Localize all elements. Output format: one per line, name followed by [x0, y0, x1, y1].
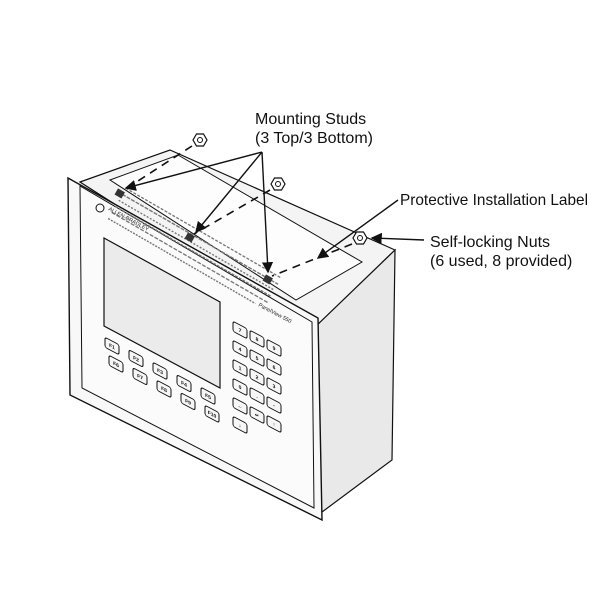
- key-label: 1: [239, 366, 242, 373]
- numeric-key: 3: [266, 377, 282, 395]
- key-label: -: [273, 403, 275, 410]
- mounting-studs-arrow: [195, 151, 263, 234]
- mounting-stud: [114, 188, 125, 199]
- key-label: F1: [109, 343, 115, 352]
- numeric-key: ↵: [249, 406, 265, 424]
- key-label: ←: [238, 403, 243, 411]
- self-locking-nuts-arrow: [370, 232, 425, 244]
- function-key: F7: [132, 368, 148, 385]
- terminal-enclosure: ALLEN-BRADLEY PanelView 550 F1F2F3F4F5F6…: [67, 149, 397, 522]
- display-screen: [103, 236, 221, 390]
- numeric-key: 0: [232, 378, 248, 396]
- key-label: F3: [157, 368, 163, 377]
- mounting-studs-arrow: [261, 151, 274, 274]
- mounting-studs-arrow: [124, 151, 263, 191]
- key-label: F5: [205, 393, 211, 402]
- numeric-key: ↓: [232, 416, 248, 434]
- function-key: F1: [104, 337, 120, 355]
- numeric-keypad: 7 8 9 4 5 6 1 2 3 0. - ← ↵ ↑ ↓: [232, 321, 282, 434]
- numeric-key: 5: [249, 349, 265, 367]
- protective-label-label: Protective Installation Label: [400, 192, 588, 209]
- numeric-key: 6: [266, 358, 282, 376]
- mounting-stud: [262, 274, 273, 285]
- self-locking-nuts-sublabel: (6 used, 8 provided): [430, 253, 572, 270]
- numeric-key: ←: [232, 397, 248, 415]
- numeric-key: .: [249, 387, 265, 405]
- function-key: F3: [152, 362, 168, 380]
- function-key: F10: [204, 405, 220, 423]
- numeric-key: 7: [232, 321, 248, 339]
- key-label: .: [256, 394, 258, 401]
- key-label: F2: [133, 355, 139, 364]
- key-label: ↑: [273, 422, 276, 429]
- function-key: F8: [156, 380, 172, 398]
- nut: [192, 133, 208, 147]
- numeric-key: 2: [249, 368, 265, 386]
- key-label: 7: [239, 328, 242, 335]
- protective-label-arrow: [316, 199, 399, 259]
- key-label: F4: [181, 380, 187, 389]
- numeric-key: ↑: [266, 415, 282, 433]
- key-label: 4: [239, 347, 242, 354]
- mounting-studs-sublabel: (3 Top/3 Bottom): [255, 130, 373, 147]
- key-label: 9: [273, 346, 276, 353]
- numeric-key: 9: [266, 339, 282, 357]
- self-locking-nuts: [123, 133, 368, 277]
- alignment-line: [193, 189, 271, 235]
- numeric-key: 4: [232, 340, 248, 358]
- mounting-stud: [184, 232, 195, 243]
- key-label: F10: [208, 410, 217, 420]
- key-label: 0: [239, 385, 242, 392]
- key-label: F8: [161, 386, 167, 395]
- key-label: F6: [113, 361, 119, 370]
- key-label: 8: [256, 337, 259, 344]
- alignment-line: [271, 243, 353, 277]
- function-key: F9: [180, 393, 196, 410]
- key-label: 5: [256, 356, 259, 363]
- callout-arrows: [124, 151, 425, 274]
- key-label: F7: [137, 373, 143, 382]
- mounting-studs: [114, 188, 273, 285]
- key-label: 3: [273, 384, 276, 391]
- nut: [352, 231, 368, 245]
- mounting-studs-label: Mounting Studs: [255, 111, 366, 128]
- key-label: ↵: [255, 412, 259, 420]
- numeric-key: 1: [232, 359, 248, 377]
- function-key: F5: [200, 387, 216, 405]
- key-label: 6: [273, 365, 276, 372]
- key-label: 2: [256, 375, 259, 382]
- protective-installation-label: [108, 154, 363, 301]
- function-key: F6: [108, 355, 124, 373]
- numeric-key: -: [266, 396, 282, 414]
- nut: [270, 177, 286, 191]
- self-locking-nuts-label: Self-locking Nuts: [430, 234, 550, 251]
- key-label: ↓: [239, 423, 242, 430]
- numeric-key: 8: [249, 330, 265, 348]
- function-key: F2: [128, 350, 144, 367]
- key-label: F9: [185, 398, 191, 407]
- function-key: F4: [176, 375, 192, 392]
